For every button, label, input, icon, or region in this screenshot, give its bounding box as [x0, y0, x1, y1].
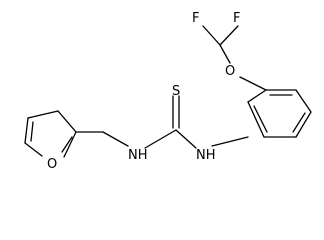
bond [239, 76, 267, 91]
structure-diagram: F F O S NH NH O [24, 11, 312, 172]
atom-label-fluorine: F [192, 11, 199, 26]
atom-label-amine: NH [128, 148, 148, 163]
atom-label-oxygen: O [47, 157, 57, 172]
bond [63, 131, 77, 158]
atom-label-oxygen: O [225, 64, 235, 79]
bond [102, 131, 129, 147]
double-bond-inner [292, 112, 306, 133]
bond [247, 89, 267, 103]
bond [219, 44, 231, 64]
atom-label-fluorine: F [233, 11, 240, 26]
bond [24, 117, 29, 144]
bond [175, 129, 197, 149]
bond [27, 110, 59, 119]
bond [219, 25, 239, 46]
double-bond-inner [253, 105, 268, 133]
atom-label-sulfur: S [172, 84, 180, 99]
thiourea-core [144, 95, 249, 149]
bond [295, 89, 312, 113]
difluoromethoxy-group [202, 25, 267, 91]
bond [24, 142, 43, 157]
atom-label-amine: NH [196, 148, 216, 163]
bond [57, 110, 77, 133]
bond [295, 111, 312, 138]
bond [247, 101, 265, 138]
bond [202, 25, 221, 46]
double-bond-inner [61, 136, 73, 153]
phenyl-ring [247, 89, 312, 138]
bond [144, 129, 177, 149]
bond [211, 136, 249, 147]
double-bond-inner [30, 121, 34, 142]
furfuryl-group [24, 110, 129, 158]
